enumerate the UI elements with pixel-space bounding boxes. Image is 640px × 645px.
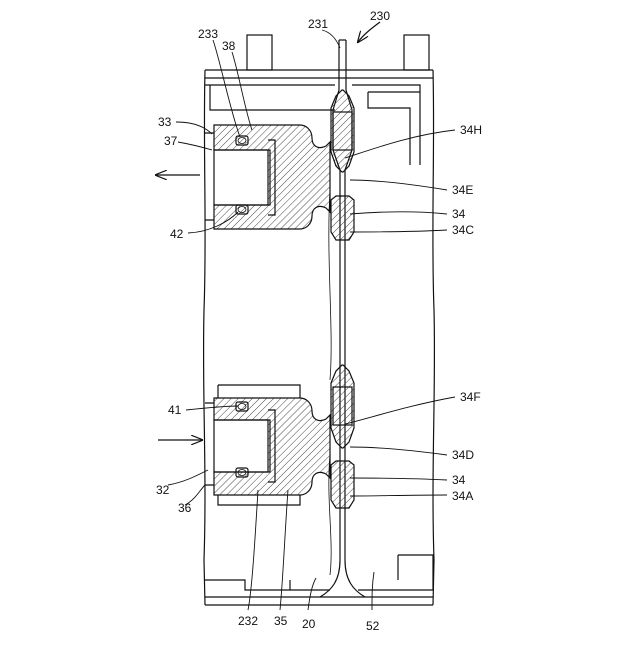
- label-34D: 34D: [452, 448, 474, 462]
- label-34E: 34E: [452, 183, 473, 197]
- right-housing-wall: [433, 70, 435, 605]
- label-37: 37: [164, 134, 178, 148]
- label-32: 32: [156, 483, 170, 497]
- label-41: 41: [168, 403, 182, 417]
- label-230: 230: [370, 9, 390, 23]
- label-34H: 34H: [460, 123, 482, 137]
- tube-assembly: [320, 40, 365, 597]
- bottom-plate: [205, 555, 433, 605]
- label-20: 20: [302, 617, 316, 631]
- label-52: 52: [366, 619, 380, 633]
- label-35: 35: [274, 614, 288, 628]
- leader-lines: [168, 30, 455, 610]
- left-housing-wall: [204, 70, 206, 605]
- label-34F: 34F: [460, 390, 481, 404]
- label-231: 231: [308, 17, 328, 31]
- label-233: 233: [198, 27, 218, 41]
- lower-port-block: [205, 385, 330, 505]
- label-38: 38: [222, 39, 236, 53]
- label-34A: 34A: [452, 489, 473, 503]
- label-34-top: 34: [452, 207, 466, 221]
- label-34-bottom: 34: [452, 473, 466, 487]
- label-33: 33: [158, 115, 172, 129]
- label-232: 232: [238, 614, 258, 628]
- label-36: 36: [178, 501, 192, 515]
- label-34C: 34C: [452, 223, 474, 237]
- label-42: 42: [170, 227, 184, 241]
- ref-arrow-230: [358, 22, 380, 42]
- upper-port-block: [205, 125, 330, 229]
